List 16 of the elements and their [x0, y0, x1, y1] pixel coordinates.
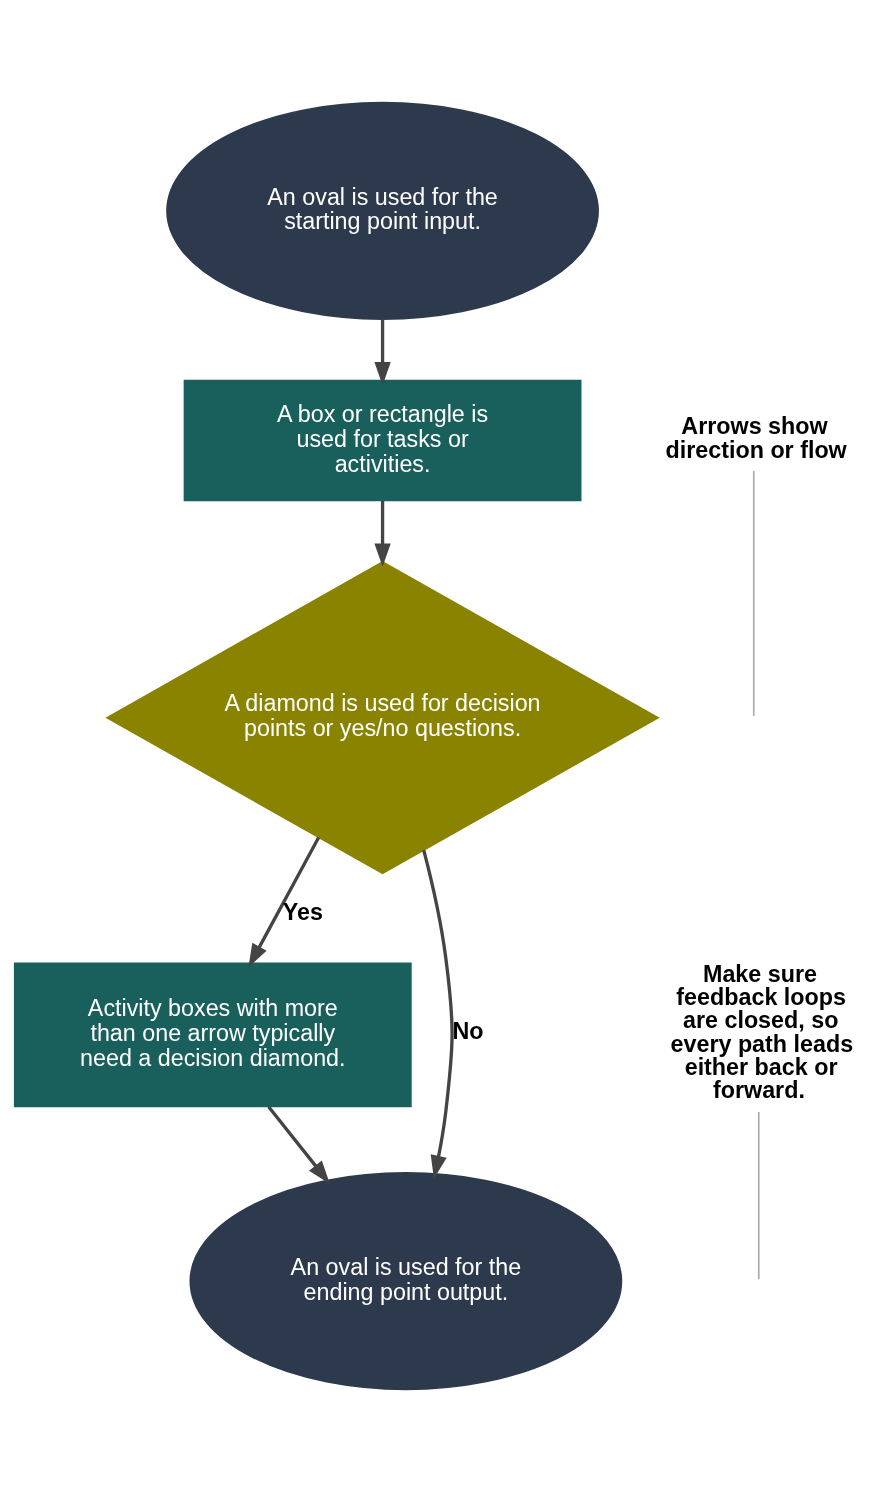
- node-box: Activity boxes with more than one arrow typically need a decision diamond.: [13, 961, 412, 1107]
- node-ellipse: An oval is used for the ending point output.: [189, 1171, 623, 1390]
- edge-label: Yes: [282, 898, 323, 925]
- connector: [752, 469, 755, 717]
- node-diamond: A diamond is used for decision points or yes/no questions.: [105, 560, 660, 874]
- arrow: [248, 836, 321, 967]
- node-ellipse: An oval is used for the starting point input.: [166, 101, 599, 320]
- node-text: Make sure feedback loops are closed, so every path leads either back or forward.: [670, 960, 854, 1103]
- arrow: [267, 1105, 330, 1184]
- node-text: Arrows show direction or flow: [665, 412, 847, 463]
- node-box: A box or rectangle is used for tasks or activities.: [183, 379, 582, 501]
- arrow: [422, 849, 454, 1179]
- edge-label: No: [452, 1017, 484, 1044]
- arrow: [374, 500, 391, 567]
- arrow: [374, 318, 391, 385]
- connector: [757, 1110, 760, 1280]
